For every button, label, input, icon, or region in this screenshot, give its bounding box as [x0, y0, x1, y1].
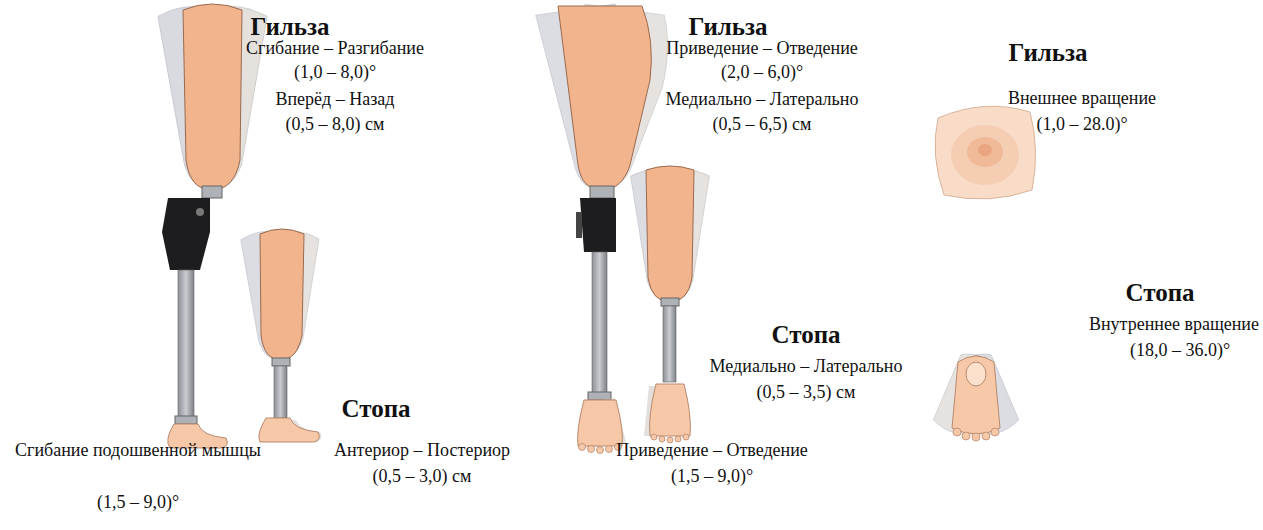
alignment-range-label: Приведение – Отведение — [616, 440, 808, 462]
alignment-range-label: Приведение – Отведение — [666, 38, 858, 60]
part-heading: Стопа — [341, 394, 410, 424]
alignment-range-label: Вперёд – Назад — [275, 89, 394, 111]
alignment-range-label: Сгибание подошвенной мышцы — [13, 440, 263, 462]
socket-cross-section — [935, 106, 1035, 199]
alignment-range-label: (1,0 – 8,0)° — [294, 62, 376, 84]
transtibial-prosthesis-sagittal — [240, 229, 321, 442]
alignment-range-label: Медиально – Латерально — [666, 89, 859, 111]
part-heading: Стопа — [771, 320, 840, 350]
part-heading: Гильза — [688, 12, 767, 42]
foot-top-view — [932, 348, 1021, 441]
alignment-range-label: Сгибание – Разгибание — [246, 38, 424, 60]
transfemoral-prosthesis-sagittal — [157, 3, 268, 448]
alignment-range-label: (1,0 – 28.0)° — [1036, 114, 1127, 136]
alignment-range-label: (2,0 – 6,0)° — [721, 62, 803, 84]
part-heading: Гильза — [250, 12, 329, 42]
part-heading: Гильза — [1008, 38, 1087, 68]
alignment-range-label: (1,5 – 9,0)° — [97, 492, 179, 514]
alignment-range-label: (0,5 – 8,0) см — [286, 114, 385, 136]
alignment-range-label: (1,5 – 9,0)° — [671, 466, 753, 488]
alignment-range-label: (18,0 – 36.0)° — [1130, 340, 1230, 362]
alignment-range-label: Внутреннее вращение — [1089, 314, 1259, 336]
alignment-range-label: (0,5 – 3,0) см — [373, 466, 472, 488]
alignment-range-label: (0,5 – 6,5) см — [713, 114, 812, 136]
alignment-range-label: Медиально – Латерально — [710, 356, 903, 378]
alignment-range-label: (0,5 – 3,5) см — [757, 382, 856, 404]
alignment-range-label: Антериор – Постериор — [334, 440, 510, 462]
transtibial-prosthesis-frontal — [630, 166, 710, 443]
alignment-range-label: Внешнее вращение — [1008, 88, 1156, 110]
part-heading: Стопа — [1125, 278, 1194, 308]
